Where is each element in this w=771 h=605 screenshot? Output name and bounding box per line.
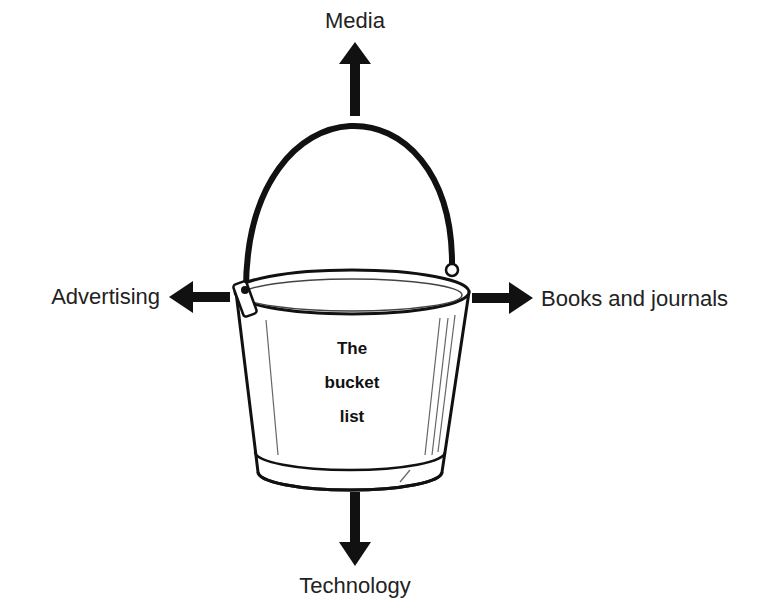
bucket-node: The bucket list [310,332,394,434]
arrow-label: Books and journals [541,286,767,312]
arrows [169,42,533,566]
arrow-label: Media [255,8,455,34]
arrow-label: Advertising [0,284,160,310]
arrow-label: Technology [255,573,455,599]
bucket-title: The bucket list [325,339,380,426]
